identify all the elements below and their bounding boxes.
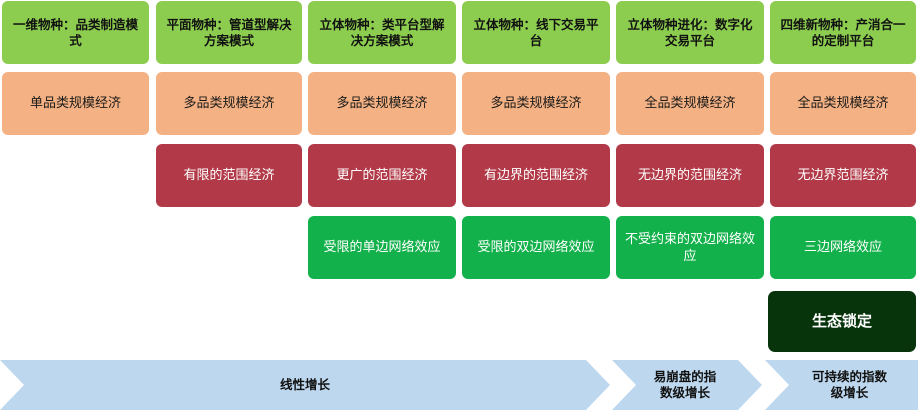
header-one-dimensional-species: 一维物种：品类制造模式: [2, 1, 149, 64]
network-effect-cell: 不受约束的双边网络效应: [616, 216, 764, 279]
growth-arrow-label: 线性增长: [279, 377, 330, 392]
scale-economy-cell: 单品类规模经济: [2, 72, 149, 135]
header-4d-new-species: 四维新物种：产消合一的定制平台: [770, 1, 916, 64]
growth-arrow-sustainable-exponential: 可持续的指数级增长: [765, 360, 918, 410]
scale-economy-cell: 全品类规模经济: [616, 72, 764, 135]
scale-economy-cell: 多品类规模经济: [308, 72, 456, 135]
scope-economy-cell: 无边界的范围经济: [616, 144, 764, 207]
scale-economy-cell: 多品类规模经济: [156, 72, 302, 135]
header-3d-digital-platform: 立体物种进化：数字化交易平台: [616, 1, 764, 64]
growth-arrow-linear: 线性增长: [0, 360, 610, 410]
growth-arrow-label: 易崩盘的指数级增长: [653, 369, 717, 400]
growth-arrow-label: 可持续的指数级增长: [811, 369, 887, 400]
header-3d-platform-like-species: 立体物种：类平台型解决方案模式: [308, 1, 456, 64]
network-effect-cell: 三边网络效应: [770, 216, 916, 279]
scale-economy-cell: 多品类规模经济: [462, 72, 610, 135]
growth-arrow-fragile-exponential: 易崩盘的指数级增长: [612, 360, 762, 410]
scale-economy-cell: 全品类规模经济: [770, 72, 916, 135]
network-effect-cell: 受限的双边网络效应: [462, 216, 610, 279]
network-effect-cell: 受限的单边网络效应: [308, 216, 456, 279]
header-3d-offline-platform: 立体物种：线下交易平台: [462, 1, 610, 64]
scope-economy-cell: 无边界范围经济: [770, 144, 916, 207]
scope-economy-cell: 更广的范围经济: [308, 144, 456, 207]
header-planar-species: 平面物种：管道型解决方案模式: [156, 1, 302, 64]
scope-economy-cell: 有限的范围经济: [156, 144, 302, 207]
ecosystem-lock-box: 生态锁定: [768, 291, 916, 352]
scope-economy-cell: 有边界的范围经济: [462, 144, 610, 207]
